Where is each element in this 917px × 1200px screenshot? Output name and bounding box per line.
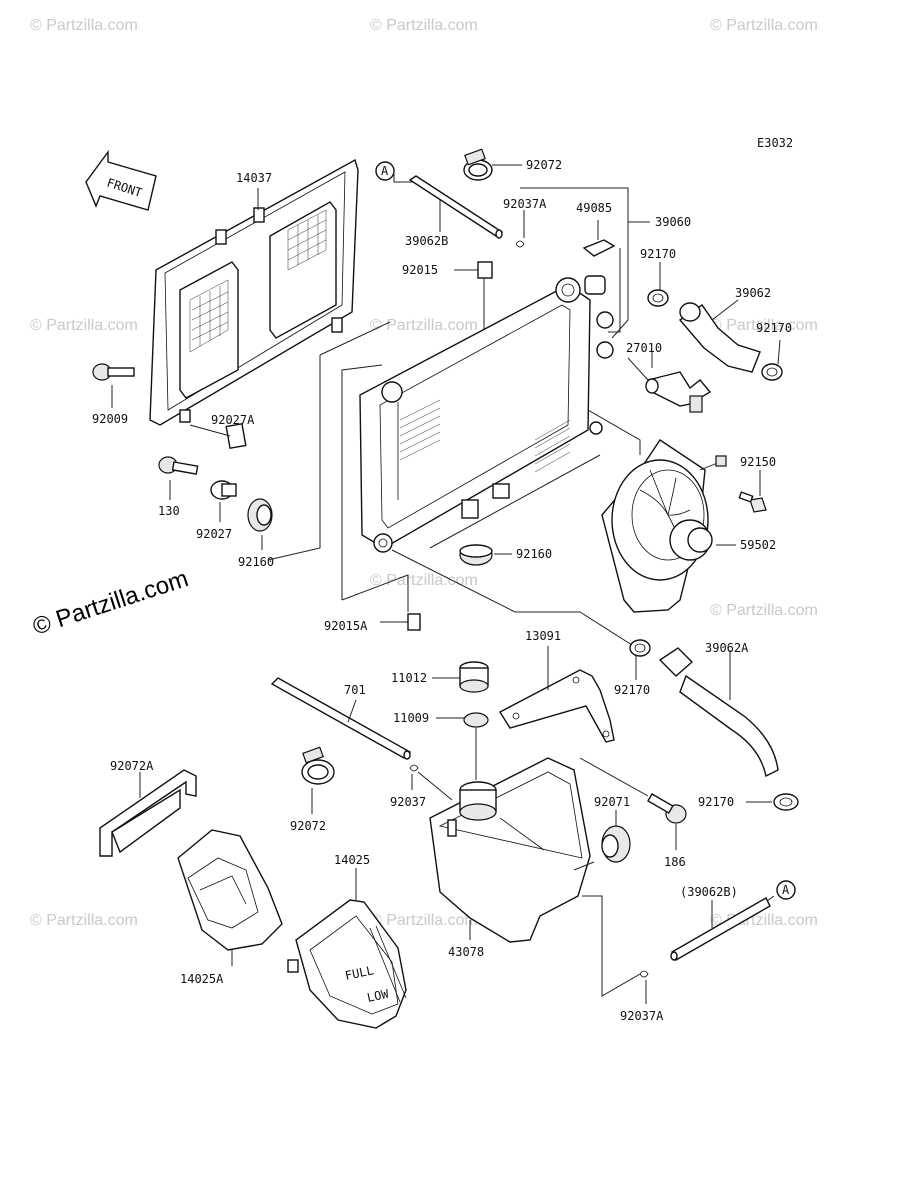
bolt [92,363,135,381]
front-arrow-icon: FRONT [85,149,157,211]
clip [477,261,493,279]
part-label: 27010 [626,341,662,355]
reservoir-cap [459,661,489,693]
watermark: © Partzilla.com [30,317,138,334]
reservoir-guard: FULL LOW [287,899,407,1029]
watermark: © Partzilla.com [710,317,818,334]
part-label: 92015 [402,263,438,277]
part-label: 59502 [740,538,776,552]
hose-clamp [647,289,669,307]
grommet [601,825,631,863]
clip [407,613,421,631]
ref-marker [776,880,796,900]
part-label: 14025 [334,853,370,867]
reservoir-bracket [499,669,615,743]
part-label: 92170 [698,795,734,809]
part-label: 92160 [238,555,274,569]
part-label: 92072A [110,759,154,773]
part-label: 14025A [180,972,224,986]
bolt [158,456,199,475]
watermark: © Partzilla.com [710,17,818,34]
part-label: 92037A [503,197,547,211]
part-label: 130 [158,504,180,518]
part-label: 11012 [391,671,427,685]
hose-clamp [463,148,493,181]
reservoir-tank [429,757,591,943]
part-label: 92009 [92,412,128,426]
part-label: 14037 [236,171,272,185]
part-label: 39060 [655,215,691,229]
part-label: 39062 [735,286,771,300]
pipe [408,175,504,239]
pad [582,239,616,257]
hose [658,647,779,778]
part-label: 92015A [324,619,368,633]
pipe [670,897,771,961]
bolt [647,793,687,824]
hose-clamp [773,793,799,811]
part-label: (39062B) [680,885,738,899]
tank-full-mark: FULL [344,963,375,983]
watermark: © Partzilla.com [370,572,478,589]
part-label: 92037 [390,795,426,809]
fan-switch [645,371,712,413]
watermark: © Partzilla.com [370,912,478,929]
part-label: 92037A [620,1009,664,1023]
part-label: 49085 [576,201,612,215]
clip [515,240,525,248]
gasket [463,712,489,728]
cooling-fan [601,439,727,613]
part-label: 92072 [526,158,562,172]
bracket [99,769,197,857]
part-label: 92170 [614,683,650,697]
part-label: 701 [344,683,366,697]
overflow-pipe [270,677,412,760]
part-label: 92160 [516,547,552,561]
diagram-code: E3032 [757,136,793,150]
tank-low-mark: LOW [366,987,391,1005]
part-label: 92027A [211,413,255,427]
hose-clamp [761,363,783,381]
radiator-screen [149,158,359,426]
part-label: 92150 [740,455,776,469]
part-label: 92170 [640,247,676,261]
part-label: 39062B [405,234,448,248]
ref-marker-label: A [381,164,389,178]
part-label: 13091 [525,629,561,643]
part-label: 92071 [594,795,630,809]
part-label: 43078 [448,945,484,959]
watermark: © Partzilla.com [30,912,138,929]
bolt [738,491,767,513]
ref-marker-label: A [782,883,790,897]
grommet [459,544,493,566]
watermark: © Partzilla.com [370,17,478,34]
watermark: © Partzilla.com [710,602,818,619]
part-label: 186 [664,855,686,869]
part-label: 92027 [196,527,232,541]
hose-clamp [301,746,335,785]
grommet [247,498,273,532]
part-label: 39062A [705,641,749,655]
clip [409,764,419,772]
watermark: © Partzilla.com [30,17,138,34]
reservoir-cover [177,829,283,951]
watermark: © Partzilla.com [370,317,478,334]
part-label: 92170 [756,321,792,335]
hose-clamp [629,639,651,657]
part-label: 92072 [290,819,326,833]
watermark-large: © Partzilla.com [30,565,192,641]
collar [210,480,237,500]
collar [225,422,247,450]
part-label: 11009 [393,711,429,725]
radiator [359,275,614,553]
hose [678,302,761,373]
clip [639,970,649,978]
